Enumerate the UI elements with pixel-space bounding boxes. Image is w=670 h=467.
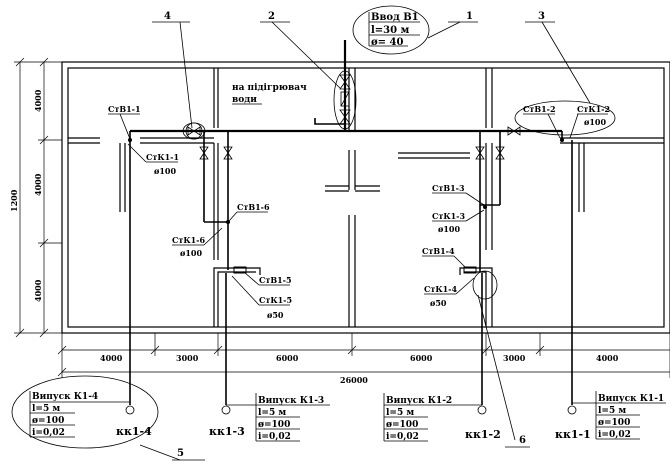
sewer-outlets xyxy=(125,140,577,415)
building-walls xyxy=(61,61,670,334)
outlet-table-k1-3: Випуск К1-3 l=5 м ø=100 i=0,02 кк1-3 xyxy=(209,393,330,442)
outlet-k1-2-diameter: ø=100 xyxy=(386,420,418,430)
riser-d100-b: ø100 xyxy=(584,117,606,127)
riser-stk1-2: СтК1-2 xyxy=(577,104,610,114)
dim-bottom-4: 6000 xyxy=(410,353,433,363)
riser-d100-d: ø100 xyxy=(438,224,460,234)
riser-stv1-6: СтВ1-6 xyxy=(237,202,270,212)
riser-stv1-2: СтВ1-2 xyxy=(523,104,556,114)
heater-label-line2: води xyxy=(232,95,257,105)
dim-bottom-1: 4000 xyxy=(100,353,123,363)
outlet-table-k1-2: Випуск К1-2 l=5 м ø=100 i=0,02 кк1-2 xyxy=(383,393,501,442)
branch-valves xyxy=(199,146,505,160)
riser-stv1-3: СтВ1-3 xyxy=(432,183,465,193)
outlet-k1-4-diameter: ø=100 xyxy=(32,416,64,426)
dim-bottom-3: 6000 xyxy=(276,353,299,363)
riser-stv1-1: СтВ1-1 xyxy=(108,104,141,114)
riser-d50-a: ø50 xyxy=(267,310,284,320)
inlet-valve-top xyxy=(339,74,351,90)
outlet-k1-1-length: l=5 м xyxy=(598,406,626,416)
riser-stv1-4: СтВ1-4 xyxy=(422,246,455,256)
left-main-valve xyxy=(185,122,203,140)
inlet-diameter: ø= 40 xyxy=(371,37,403,48)
well-kk1-1: кк1-1 xyxy=(555,428,591,441)
well-kk1-2: кк1-2 xyxy=(465,428,501,441)
outlet-k1-1-slope: i=0,02 xyxy=(598,430,631,440)
inlet-meter xyxy=(340,91,350,107)
outlet-k1-3-title: Випуск К1-3 xyxy=(258,396,324,406)
dim-bottom-6: 4000 xyxy=(596,353,619,363)
inlet-table: Ввод В1 l=30 м ø= 40 xyxy=(368,12,420,48)
right-main-valve xyxy=(507,126,521,136)
outlet-k1-2-length: l=5 м xyxy=(386,408,414,418)
outlet-k1-4-title: Випуск К1-4 xyxy=(32,392,98,402)
callout-6: 6 xyxy=(519,435,526,446)
outlet-k1-1-diameter: ø=100 xyxy=(598,418,630,428)
leader-lines: 4 2 1 3 5 6 xyxy=(139,11,591,461)
outlet-k1-3-length: l=5 м xyxy=(258,408,286,418)
heater-label-line1: на підігрювач xyxy=(232,83,307,93)
outlet-k1-1-title: Випуск К1-1 xyxy=(598,394,664,404)
callout-1: 1 xyxy=(466,11,473,22)
left-dimensions: 4000 4000 4000 1200 xyxy=(9,57,62,338)
riser-d100-a: ø100 xyxy=(154,166,176,176)
dim-left-1: 4000 xyxy=(33,89,43,112)
riser-d50-b: ø50 xyxy=(430,298,447,308)
bottom-dimensions: 4000 3000 6000 6000 3000 4000 26000 xyxy=(57,333,670,385)
riser-stk1-4: СтК1-4 xyxy=(424,284,457,294)
riser-labels: СтВ1-1 СтК1-1 ø100 СтВ1-2 СтК1-2 ø100 Ст… xyxy=(108,104,610,320)
dim-left-3: 4000 xyxy=(33,279,43,302)
dim-bottom-5: 3000 xyxy=(503,353,526,363)
well-kk1-3: кк1-3 xyxy=(209,425,245,438)
outlet-table-k1-4: Випуск К1-4 l=5 м ø=100 i=0,02 кк1-4 xyxy=(29,391,152,438)
outlet-k1-4-slope: i=0,02 xyxy=(32,428,65,438)
inlet-length: l=30 м xyxy=(371,25,410,36)
outlet-k1-3-diameter: ø=100 xyxy=(258,420,290,430)
well-kk1-4: кк1-4 xyxy=(116,425,152,438)
highlight-ellipses xyxy=(11,5,616,449)
outlet-table-k1-1: Випуск К1-1 l=5 м ø=100 i=0,02 кк1-1 xyxy=(555,391,666,441)
outlet-k1-3-slope: i=0,02 xyxy=(258,432,291,442)
riser-d100-c: ø100 xyxy=(180,248,202,258)
callout-5: 5 xyxy=(177,448,184,459)
dim-total-width: 26000 xyxy=(340,375,368,385)
dim-bottom-2: 3000 xyxy=(176,353,199,363)
inlet-valve-bottom xyxy=(339,109,351,125)
valve-symbols xyxy=(128,74,564,274)
callout-2: 2 xyxy=(268,11,275,22)
riser-stk1-1: СтК1-1 xyxy=(146,152,179,162)
riser-stk1-3: СтК1-3 xyxy=(432,211,465,221)
callout-3: 3 xyxy=(538,11,545,22)
riser-stv1-5: СтВ1-5 xyxy=(259,275,292,285)
dim-left-2: 4000 xyxy=(33,173,43,196)
outlet-k1-2-title: Випуск К1-2 xyxy=(386,396,452,406)
inlet-title: Ввод В1 xyxy=(371,12,419,23)
outlet-k1-4-length: l=5 м xyxy=(32,404,60,414)
callout-4: 4 xyxy=(164,11,171,22)
riser-stk1-6: СтК1-6 xyxy=(172,235,205,245)
outlet-k1-2-slope: i=0,02 xyxy=(386,432,419,442)
dim-total-height: 1200 xyxy=(9,189,19,212)
riser-stk1-5: СтК1-5 xyxy=(259,295,292,305)
